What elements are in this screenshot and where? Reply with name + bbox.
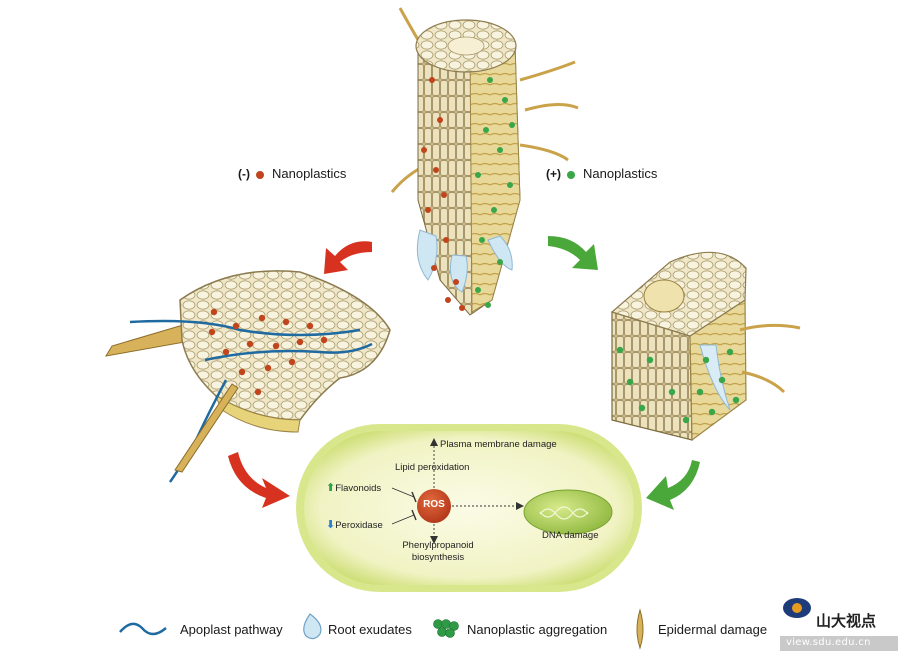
- flavonoids-text: Flavonoids: [335, 483, 382, 494]
- nanoplastic-aggregation-label: Nanoplastic aggregation: [467, 622, 608, 637]
- root-illustration-top: [390, 7, 579, 316]
- phenyl-line2: biosynthesis: [411, 552, 465, 563]
- apoplast-path: [204, 342, 373, 362]
- lipid-peroxidation-label: Lipid peroxidation: [395, 462, 470, 473]
- minus-particles-left: [208, 308, 328, 396]
- inhibit-flavonoids: [391, 487, 415, 498]
- cell-inner: [304, 431, 634, 585]
- epidermal-damage-label: Epidermal damage: [658, 622, 768, 637]
- logo-name: 山大视点: [816, 612, 877, 630]
- up-arrow-icon: ⬆: [326, 482, 336, 494]
- plus-particles-top: [475, 77, 515, 308]
- minus-nanoplastics-label: (-) Nanoplastics: [238, 166, 378, 181]
- plus-nanoplastics-text: Nanoplastics: [583, 166, 658, 181]
- flavonoids-label: ⬆Flavonoids: [326, 481, 381, 494]
- nanoplastic-aggregation-icon: [433, 619, 459, 638]
- plus-nanoplastics-label: (+) Nanoplastics: [546, 166, 686, 181]
- inhibit-peroxidase: [391, 514, 415, 525]
- root-hair: [524, 103, 579, 112]
- root-exudates-label: Root exudates: [328, 622, 412, 637]
- root-illustration-right: [610, 251, 801, 442]
- red-arrow-upper: [324, 241, 372, 274]
- tissue-core: [643, 279, 685, 313]
- root-exudates-icon: [303, 613, 322, 640]
- legend: [119, 608, 644, 650]
- nucleus: [523, 489, 613, 535]
- green-arrow-lower: [646, 460, 700, 510]
- root-hair: [174, 383, 239, 473]
- apoplast-pathway-label: Apoplast pathway: [180, 622, 283, 637]
- plant-cell: [296, 424, 642, 592]
- minus-particles-top: [421, 77, 465, 311]
- apoplast-path: [129, 319, 361, 337]
- root-illustration-left: [105, 270, 391, 483]
- root-hair: [739, 323, 801, 332]
- green-arrow-upper: [548, 236, 598, 270]
- root-exudate: [487, 235, 513, 271]
- epidermal-damage-icon: [636, 608, 644, 650]
- plus-sign: (+): [546, 167, 561, 181]
- apoplast-pathway-icon: [119, 622, 167, 636]
- tissue-base: [213, 393, 301, 433]
- minus-particle-icon: [256, 170, 264, 179]
- dna-helix: [539, 508, 589, 520]
- peroxidase-text: Peroxidase: [335, 520, 383, 531]
- root-epidermis: [469, 44, 521, 313]
- root-hair: [741, 370, 786, 394]
- dna-damage-label: DNA damage: [542, 530, 599, 541]
- minus-sign: (-): [238, 167, 250, 181]
- root-hair: [519, 143, 569, 162]
- logo: [780, 598, 898, 651]
- logo-url: view.sdu.edu.cn: [786, 637, 871, 648]
- minus-nanoplastics-text: Nanoplastics: [272, 166, 347, 181]
- root-exudate: [416, 229, 438, 281]
- ros-label: ROS: [423, 499, 445, 510]
- plus-particle-icon: [567, 170, 575, 179]
- logo-url-bar: [780, 636, 898, 651]
- tissue-block: [179, 270, 391, 421]
- plasma-membrane-damage-label: Plasma membrane damage: [440, 439, 557, 450]
- ros-node: [417, 489, 451, 523]
- root-hair: [519, 60, 576, 82]
- red-arrow-lower: [228, 452, 290, 508]
- phenyl-line1: Phenylpropanoid: [402, 540, 474, 551]
- peroxidase-label: ⬇Peroxidase: [326, 518, 383, 531]
- plus-particles-right: [616, 346, 740, 424]
- down-arrow-icon: ⬇: [326, 519, 336, 531]
